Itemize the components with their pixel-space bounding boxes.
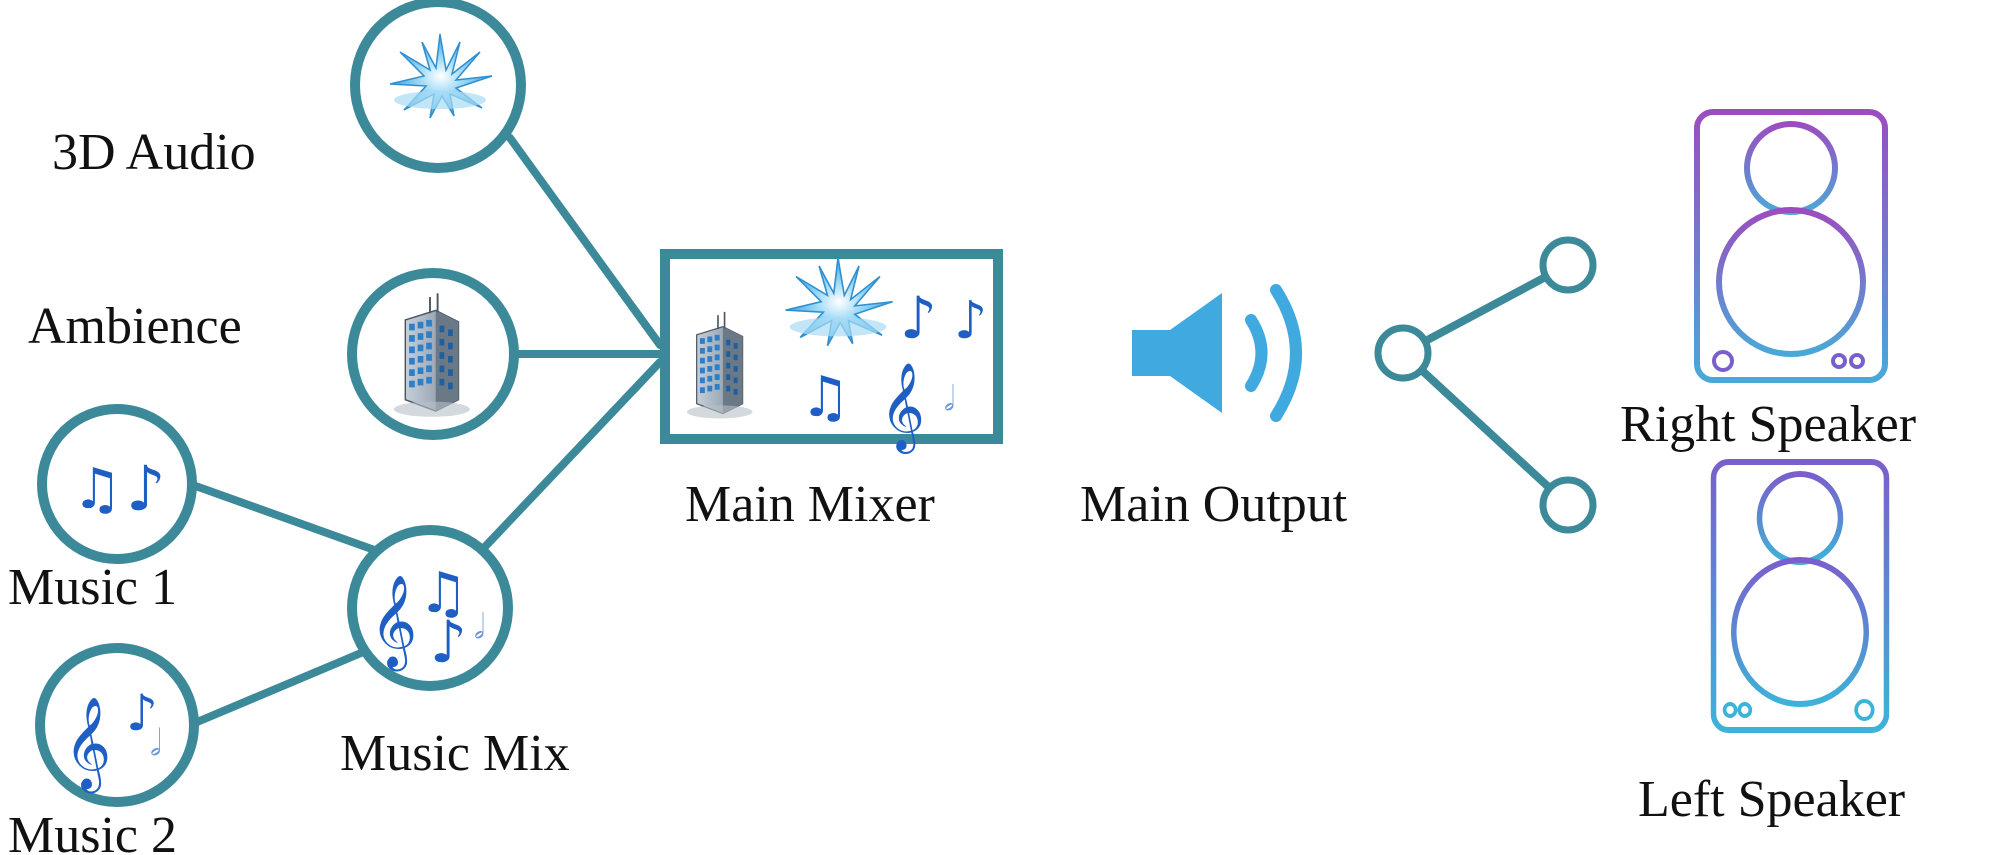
svg-text:♪: ♪ xyxy=(900,284,937,352)
speaker-volume-icon xyxy=(1132,284,1302,422)
node-ambience xyxy=(347,268,519,440)
svg-text:𝄞: 𝄞 xyxy=(64,696,111,793)
connector-music2-to-mix xyxy=(186,641,384,729)
svg-text:𝅗𝅥: 𝅗𝅥 xyxy=(150,723,161,764)
label-main-output: Main Output xyxy=(1080,476,1348,533)
svg-text:𝅗𝅥: 𝅗𝅥 xyxy=(944,379,955,419)
label-main-mixer: Main Mixer xyxy=(685,476,935,533)
connectors xyxy=(186,134,1572,729)
svg-text:♪: ♪ xyxy=(430,608,467,676)
node-music-1: ♫ ♪ xyxy=(37,404,197,564)
svg-text:♪: ♪ xyxy=(954,291,987,351)
connector-3d-audio-to-mixer xyxy=(506,134,664,349)
svg-text:♫: ♫ xyxy=(800,365,850,430)
node-music-mix: 𝄞 ♫ ♪ 𝅗𝅥 xyxy=(347,525,513,691)
left-speaker: Left Speaker xyxy=(1638,462,1905,828)
label-ambience: Ambience xyxy=(28,298,242,355)
svg-text:♫: ♫ xyxy=(418,561,468,626)
connector-music-mix-to-mixer xyxy=(476,358,664,556)
label-music-mix: Music Mix xyxy=(340,725,570,782)
node-3d-audio xyxy=(350,0,526,173)
connector-split-to-right xyxy=(1399,261,1572,357)
svg-text:♪: ♪ xyxy=(126,684,158,742)
label-left-speaker: Left Speaker xyxy=(1638,771,1905,828)
label-right-speaker: Right Speaker xyxy=(1620,396,1916,453)
svg-text:♫: ♫ xyxy=(72,457,122,522)
connector-split-to-left xyxy=(1399,349,1572,509)
svg-text:𝅗𝅥: 𝅗𝅥 xyxy=(474,607,485,647)
label-3d-audio: 3D Audio xyxy=(52,124,256,181)
svg-text:𝄞: 𝄞 xyxy=(370,574,417,671)
right-speaker: Right Speaker xyxy=(1620,112,1916,453)
svg-text:♪: ♪ xyxy=(126,452,166,525)
svg-text:𝄞: 𝄞 xyxy=(880,361,925,454)
music-notes-icon: ♪ ♪ ♫ 𝄞 𝅗𝅥 xyxy=(800,284,987,454)
music-mix-icon: 𝄞 ♫ ♪ 𝅗𝅥 xyxy=(370,561,485,676)
label-music-2: Music 2 xyxy=(8,807,177,855)
loudspeaker-icon xyxy=(1697,112,1885,380)
split-node-icon xyxy=(1374,236,1597,534)
music-notes-icon: ♫ ♪ xyxy=(72,452,166,525)
treble-clef-icon: 𝄞 ♪ 𝅗𝅥 xyxy=(64,684,161,793)
loudspeaker-icon xyxy=(1714,462,1887,730)
label-music-1: Music 1 xyxy=(8,559,177,616)
main-mixer-box: ♪ ♪ ♫ 𝄞 𝅗𝅥 xyxy=(660,249,1003,454)
connector-music1-to-mix xyxy=(186,480,384,556)
node-music-2: 𝄞 ♪ 𝅗𝅥 xyxy=(35,643,199,807)
